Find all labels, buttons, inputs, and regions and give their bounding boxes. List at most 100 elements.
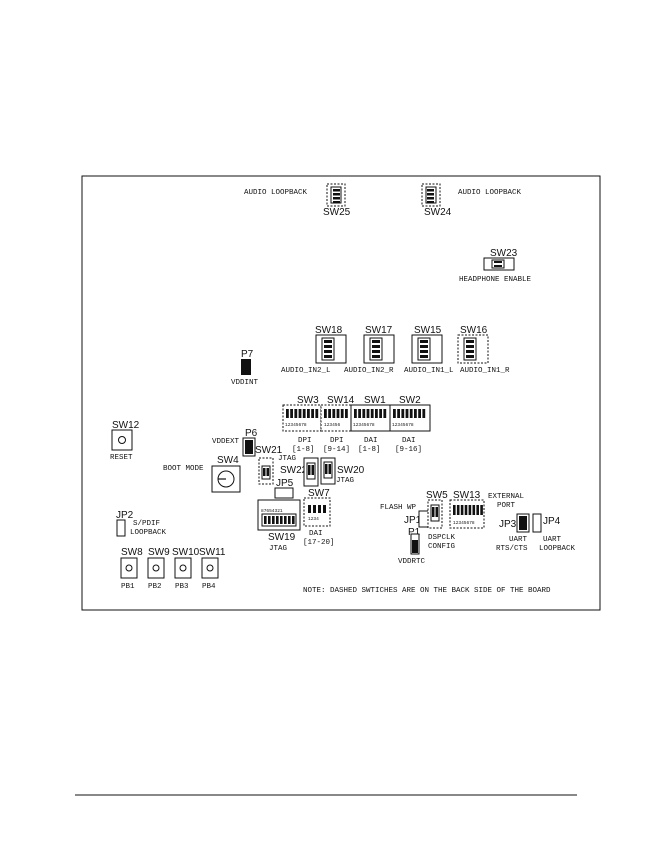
sw1-key <box>366 409 370 418</box>
sw21-switch[interactable] <box>258 457 274 485</box>
jp5-jumper[interactable] <box>274 487 294 499</box>
jp2-label2: LOOPBACK <box>130 529 167 537</box>
sw14-label1: DPI <box>330 437 344 445</box>
sw16-switch[interactable] <box>457 334 489 364</box>
sw2-nums: 12345678 <box>392 422 414 428</box>
sw10-button[interactable] <box>174 557 192 579</box>
sw15-switch[interactable] <box>411 334 443 364</box>
sw22-switch[interactable] <box>303 457 319 487</box>
pb3-label: PB3 <box>175 583 189 591</box>
sw14-key <box>340 409 344 418</box>
sw25-switch[interactable] <box>326 183 346 207</box>
sw13-key <box>472 505 476 515</box>
sw17-label: AUDIO_IN2_R <box>344 367 394 375</box>
sw11-id: SW11 <box>199 547 226 558</box>
sw3-label1: DPI <box>298 437 312 445</box>
p7-id: P7 <box>241 349 254 360</box>
dip-keys <box>286 409 426 418</box>
sw14-key <box>332 409 336 418</box>
sw15-label: AUDIO_IN1_L <box>404 367 454 375</box>
sw1-key <box>358 409 361 418</box>
sw2-label2: [9-16] <box>395 446 422 454</box>
sw7-id: SW7 <box>308 488 330 499</box>
sw3-key <box>290 409 293 418</box>
sw2-key <box>401 409 405 418</box>
jp2-label1: S/PDIF <box>133 520 160 528</box>
sw1-label2: [1-8] <box>358 446 381 454</box>
sw4-rotary-switch[interactable] <box>211 465 241 493</box>
jp4-jumper[interactable] <box>532 513 542 533</box>
jp3-label1: UART <box>509 536 528 544</box>
sw19-key <box>280 516 283 524</box>
board-outline <box>81 175 601 611</box>
external-port-line2: PORT <box>497 502 516 510</box>
sw13-nums: 12345678 <box>453 520 475 526</box>
sw8-button[interactable] <box>120 557 138 579</box>
sw1-label1: DAI <box>364 437 378 445</box>
jp4-id: JP4 <box>543 516 561 527</box>
sw16-label: AUDIO_IN1_R <box>460 367 510 375</box>
sw19-keys <box>264 516 295 524</box>
sw11-button[interactable] <box>201 557 219 579</box>
p1-jumper[interactable] <box>410 533 420 555</box>
jp3-id: JP3 <box>499 519 517 530</box>
sw14-key <box>324 409 327 418</box>
sw23-switch[interactable] <box>483 257 515 271</box>
sw25-label: AUDIO LOOPBACK <box>244 189 308 197</box>
sw21-label: JTAG <box>278 455 297 463</box>
sw4-label: BOOT MODE <box>163 465 204 473</box>
sw3-label2: [1-8] <box>292 446 315 454</box>
sw17-switch[interactable] <box>363 334 395 364</box>
sw19-key <box>292 516 295 524</box>
sw9-button[interactable] <box>147 557 165 579</box>
p6-label: VDDEXT <box>212 438 240 446</box>
sw7-switch[interactable] <box>303 497 331 527</box>
sw3-key <box>315 409 319 418</box>
sw14-key <box>336 409 340 418</box>
sw17-id: SW17 <box>365 325 393 336</box>
jp2-id: JP2 <box>116 510 134 521</box>
jp3-jumper[interactable] <box>516 513 530 533</box>
sw12-reset-button[interactable] <box>111 429 133 451</box>
sw3-switch[interactable] <box>282 404 322 432</box>
p1-id: P1 <box>408 527 421 538</box>
sw14-key <box>345 409 348 418</box>
sw19-key <box>272 516 275 524</box>
sw14-id: SW14 <box>327 395 355 406</box>
sw13-key <box>480 505 483 515</box>
jp3-label2: RTS/CTS <box>496 545 528 553</box>
sw16-id: SW16 <box>460 325 488 336</box>
sw13-key <box>456 505 460 515</box>
sw13-switch[interactable] <box>449 499 485 529</box>
sw18-switch[interactable] <box>315 334 347 364</box>
p6-jumper[interactable] <box>242 437 256 457</box>
sw19-key <box>284 516 287 524</box>
sw2-key <box>397 409 400 418</box>
sw2-key <box>393 409 396 418</box>
sw5-switch[interactable] <box>427 499 443 529</box>
pb4-label: PB4 <box>202 583 216 591</box>
sw7-label1: DAI <box>309 530 323 538</box>
sw12-id: SW12 <box>112 420 140 431</box>
sw24-label: AUDIO LOOPBACK <box>458 189 522 197</box>
sw19-key <box>276 516 279 524</box>
board-note: NOTE: DASHED SWTICHES ARE ON THE BACK SI… <box>303 587 551 595</box>
push-buttons: SW8 SW9 SW10 SW11 PB1 PB2 PB3 PB4 <box>120 547 226 591</box>
sw20-switch[interactable] <box>320 457 336 485</box>
sw25-id: SW25 <box>323 207 351 218</box>
sw2-key <box>405 409 409 418</box>
sw13-id: SW13 <box>453 490 481 501</box>
sw2-key <box>422 409 426 418</box>
p7-jumper[interactable] <box>241 359 251 375</box>
p1-label: VDDRTC <box>398 558 426 566</box>
sw9-id: SW9 <box>148 547 170 558</box>
sw13-key <box>460 505 464 515</box>
sw20-id: SW20 <box>337 465 365 476</box>
jp5-id: JP5 <box>276 478 294 489</box>
sw13-key <box>468 505 472 515</box>
jp2-jumper[interactable] <box>116 519 126 537</box>
sw24-switch[interactable] <box>421 183 441 207</box>
sw1-key <box>362 409 366 418</box>
sw19-switch[interactable] <box>257 499 301 531</box>
